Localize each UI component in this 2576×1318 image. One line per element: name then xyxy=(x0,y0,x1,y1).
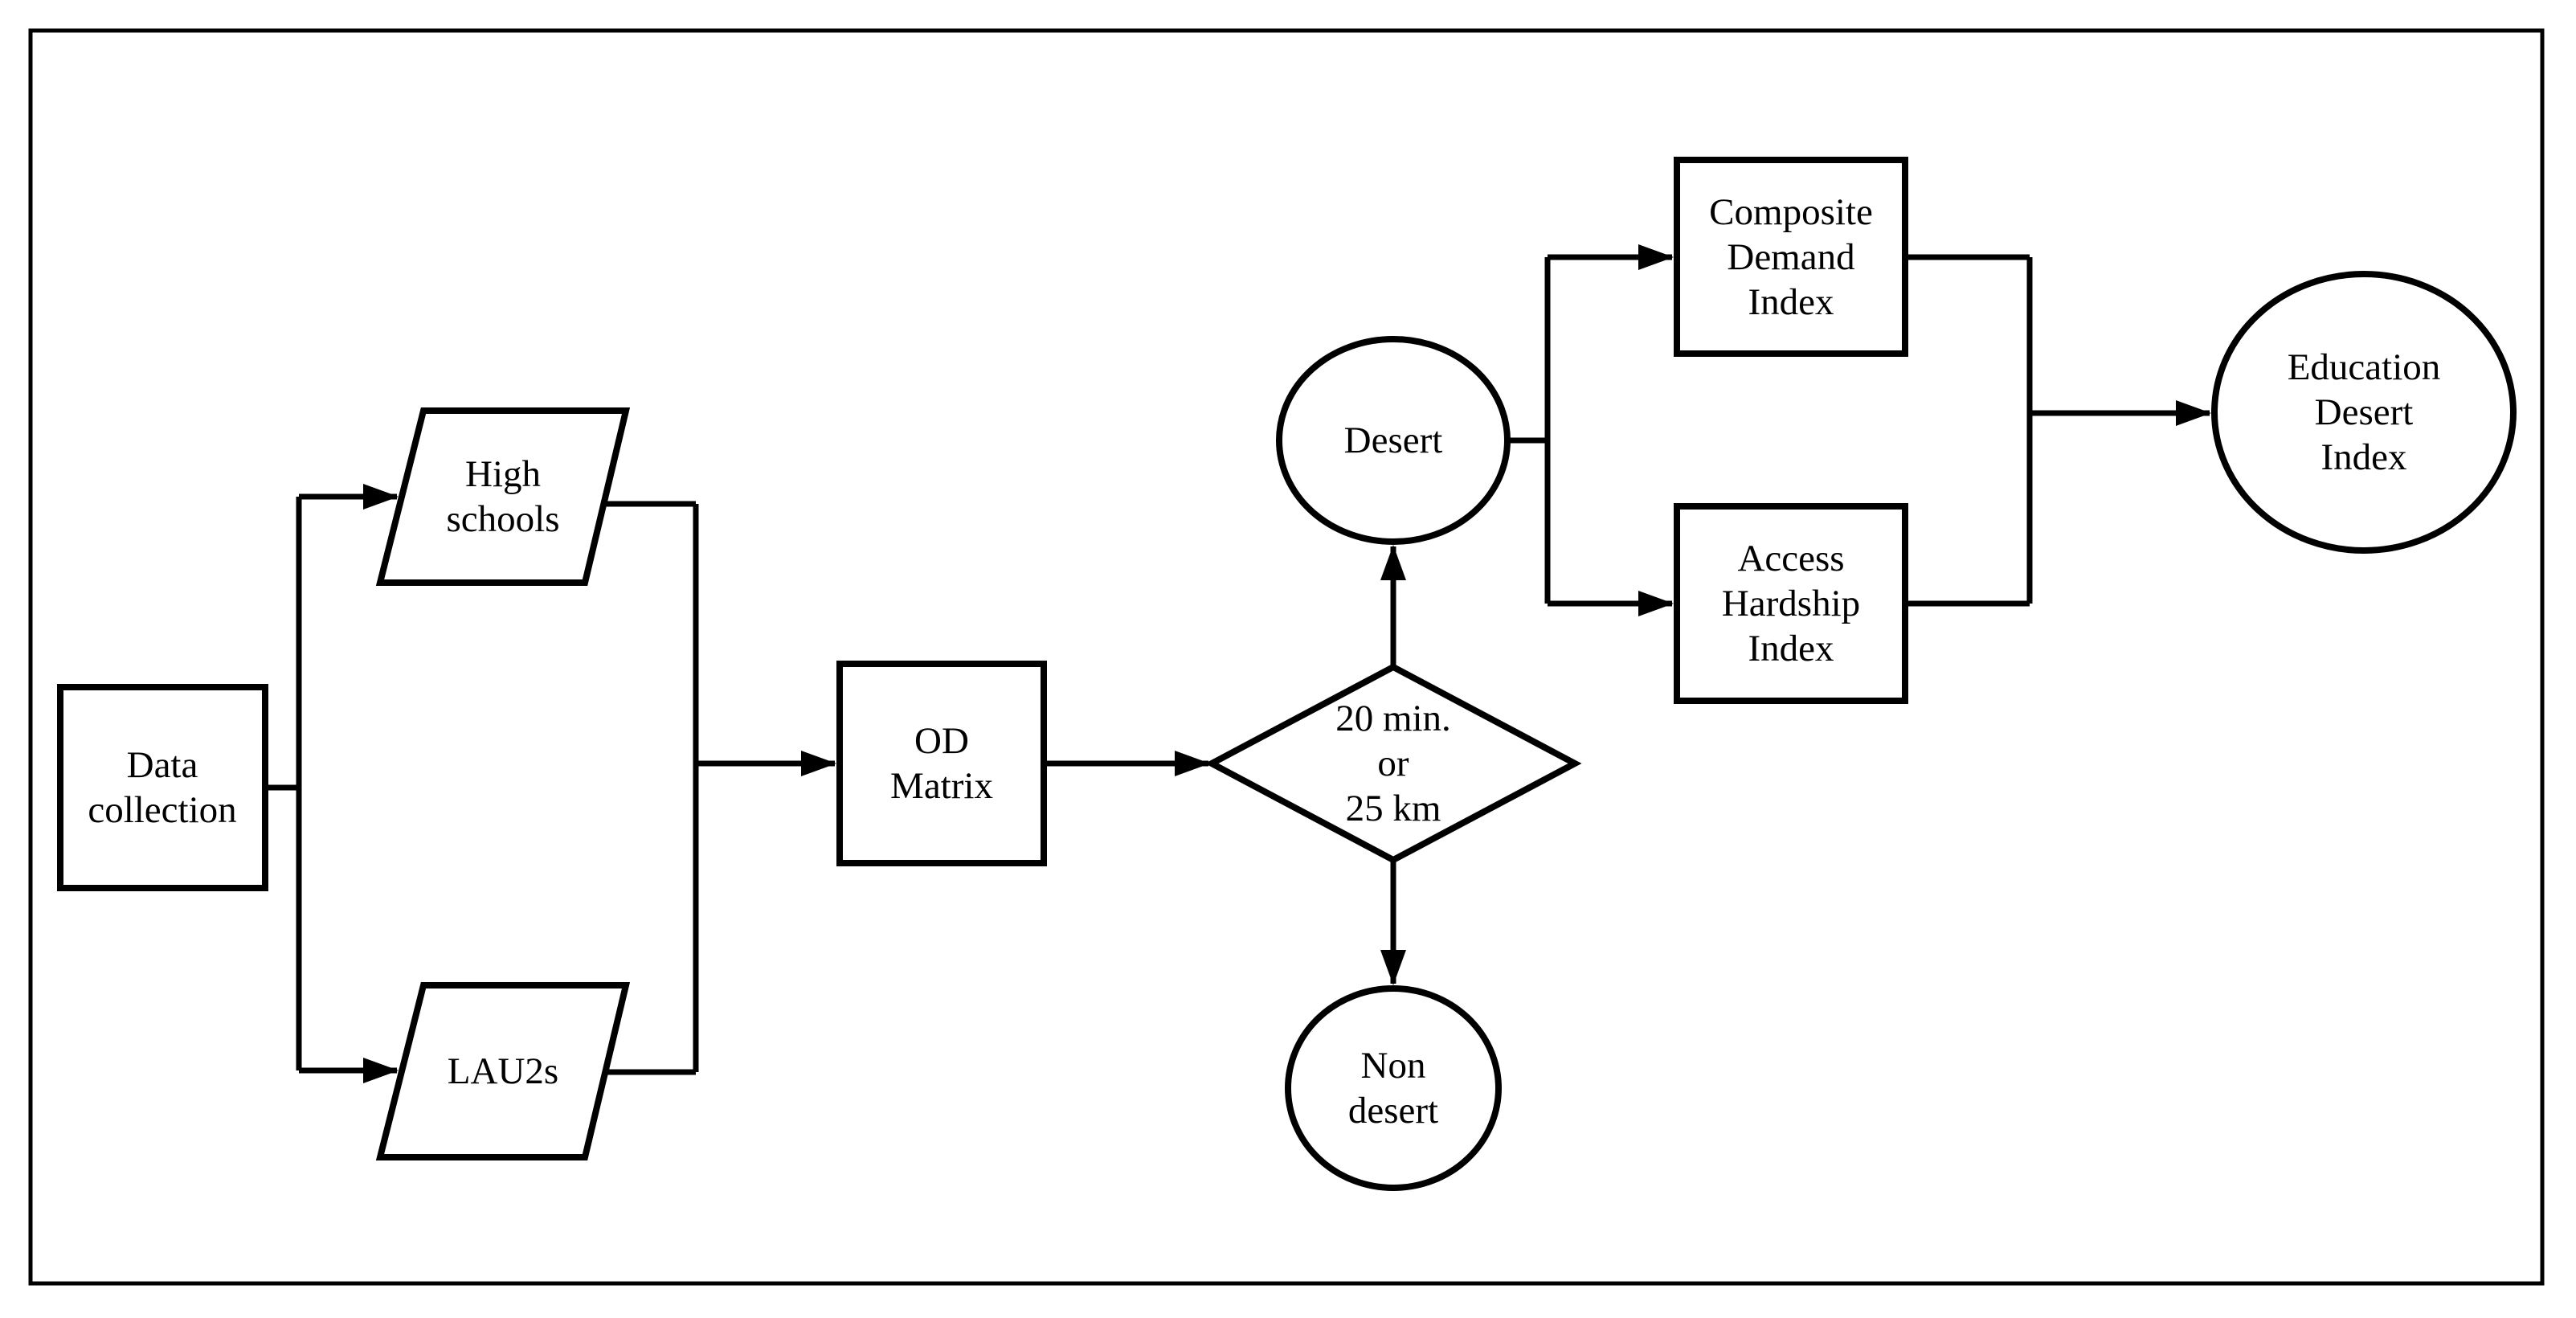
node-education-desert-index-label: Education xyxy=(2288,346,2441,388)
node-od-matrix-label: Matrix xyxy=(890,765,993,807)
node-threshold-decision-label: 20 min. xyxy=(1335,698,1451,739)
node-composite-demand-index-shape xyxy=(1674,157,1908,357)
node-high-schools-label: High xyxy=(465,453,541,495)
node-desert-shape xyxy=(1276,336,1511,545)
node-threshold-decision-label: or xyxy=(1377,743,1409,784)
node-desert-label: Desert xyxy=(1344,420,1443,461)
node-data-collection: Data collection xyxy=(57,684,268,891)
node-education-desert-index-label: Index xyxy=(2320,436,2406,478)
node-non-desert-shape xyxy=(1285,985,1502,1191)
node-high-schools: High schools xyxy=(375,407,631,586)
node-composite-demand-index-label: Demand xyxy=(1727,236,1854,278)
node-composite-demand-index: Composite Demand Index xyxy=(1674,157,1908,357)
node-education-desert-index-shape xyxy=(2211,271,2517,554)
node-threshold-decision-label: 25 km xyxy=(1346,788,1441,829)
node-threshold-decision: 20 min. or 25 km xyxy=(1204,663,1582,864)
node-data-collection-shape xyxy=(57,684,268,891)
node-education-desert-index-label: Desert xyxy=(2315,391,2414,433)
node-non-desert-label: Non xyxy=(1361,1045,1426,1087)
node-data-collection-label: Data xyxy=(127,744,198,786)
node-high-schools-shape xyxy=(375,407,631,586)
node-access-hardship-index-label: Hardship xyxy=(1722,583,1860,624)
node-data-collection-label: collection xyxy=(88,789,236,831)
node-access-hardship-index-label: Access xyxy=(1737,538,1844,579)
node-lau2s: LAU2s xyxy=(375,982,631,1160)
node-composite-demand-index-label: Composite xyxy=(1709,191,1873,233)
node-od-matrix-label: OD xyxy=(914,720,969,762)
node-access-hardship-index-shape xyxy=(1674,503,1908,704)
node-od-matrix: OD Matrix xyxy=(836,661,1047,866)
node-non-desert: Non desert xyxy=(1285,985,1502,1191)
node-desert: Desert xyxy=(1276,336,1511,545)
node-access-hardship-index: Access Hardship Index xyxy=(1674,503,1908,704)
figure-border xyxy=(28,28,2545,1286)
node-threshold-decision-shape xyxy=(1204,663,1582,864)
node-high-schools-label: schools xyxy=(447,498,560,540)
node-composite-demand-index-label: Index xyxy=(1748,281,1834,323)
node-lau2s-shape xyxy=(375,982,631,1160)
node-od-matrix-shape xyxy=(836,661,1047,866)
edges xyxy=(265,244,2211,1083)
node-non-desert-label: desert xyxy=(1348,1090,1438,1132)
node-access-hardship-index-label: Index xyxy=(1748,628,1834,669)
node-education-desert-index: Education Desert Index xyxy=(2211,271,2517,554)
node-lau2s-label: LAU2s xyxy=(448,1050,558,1092)
